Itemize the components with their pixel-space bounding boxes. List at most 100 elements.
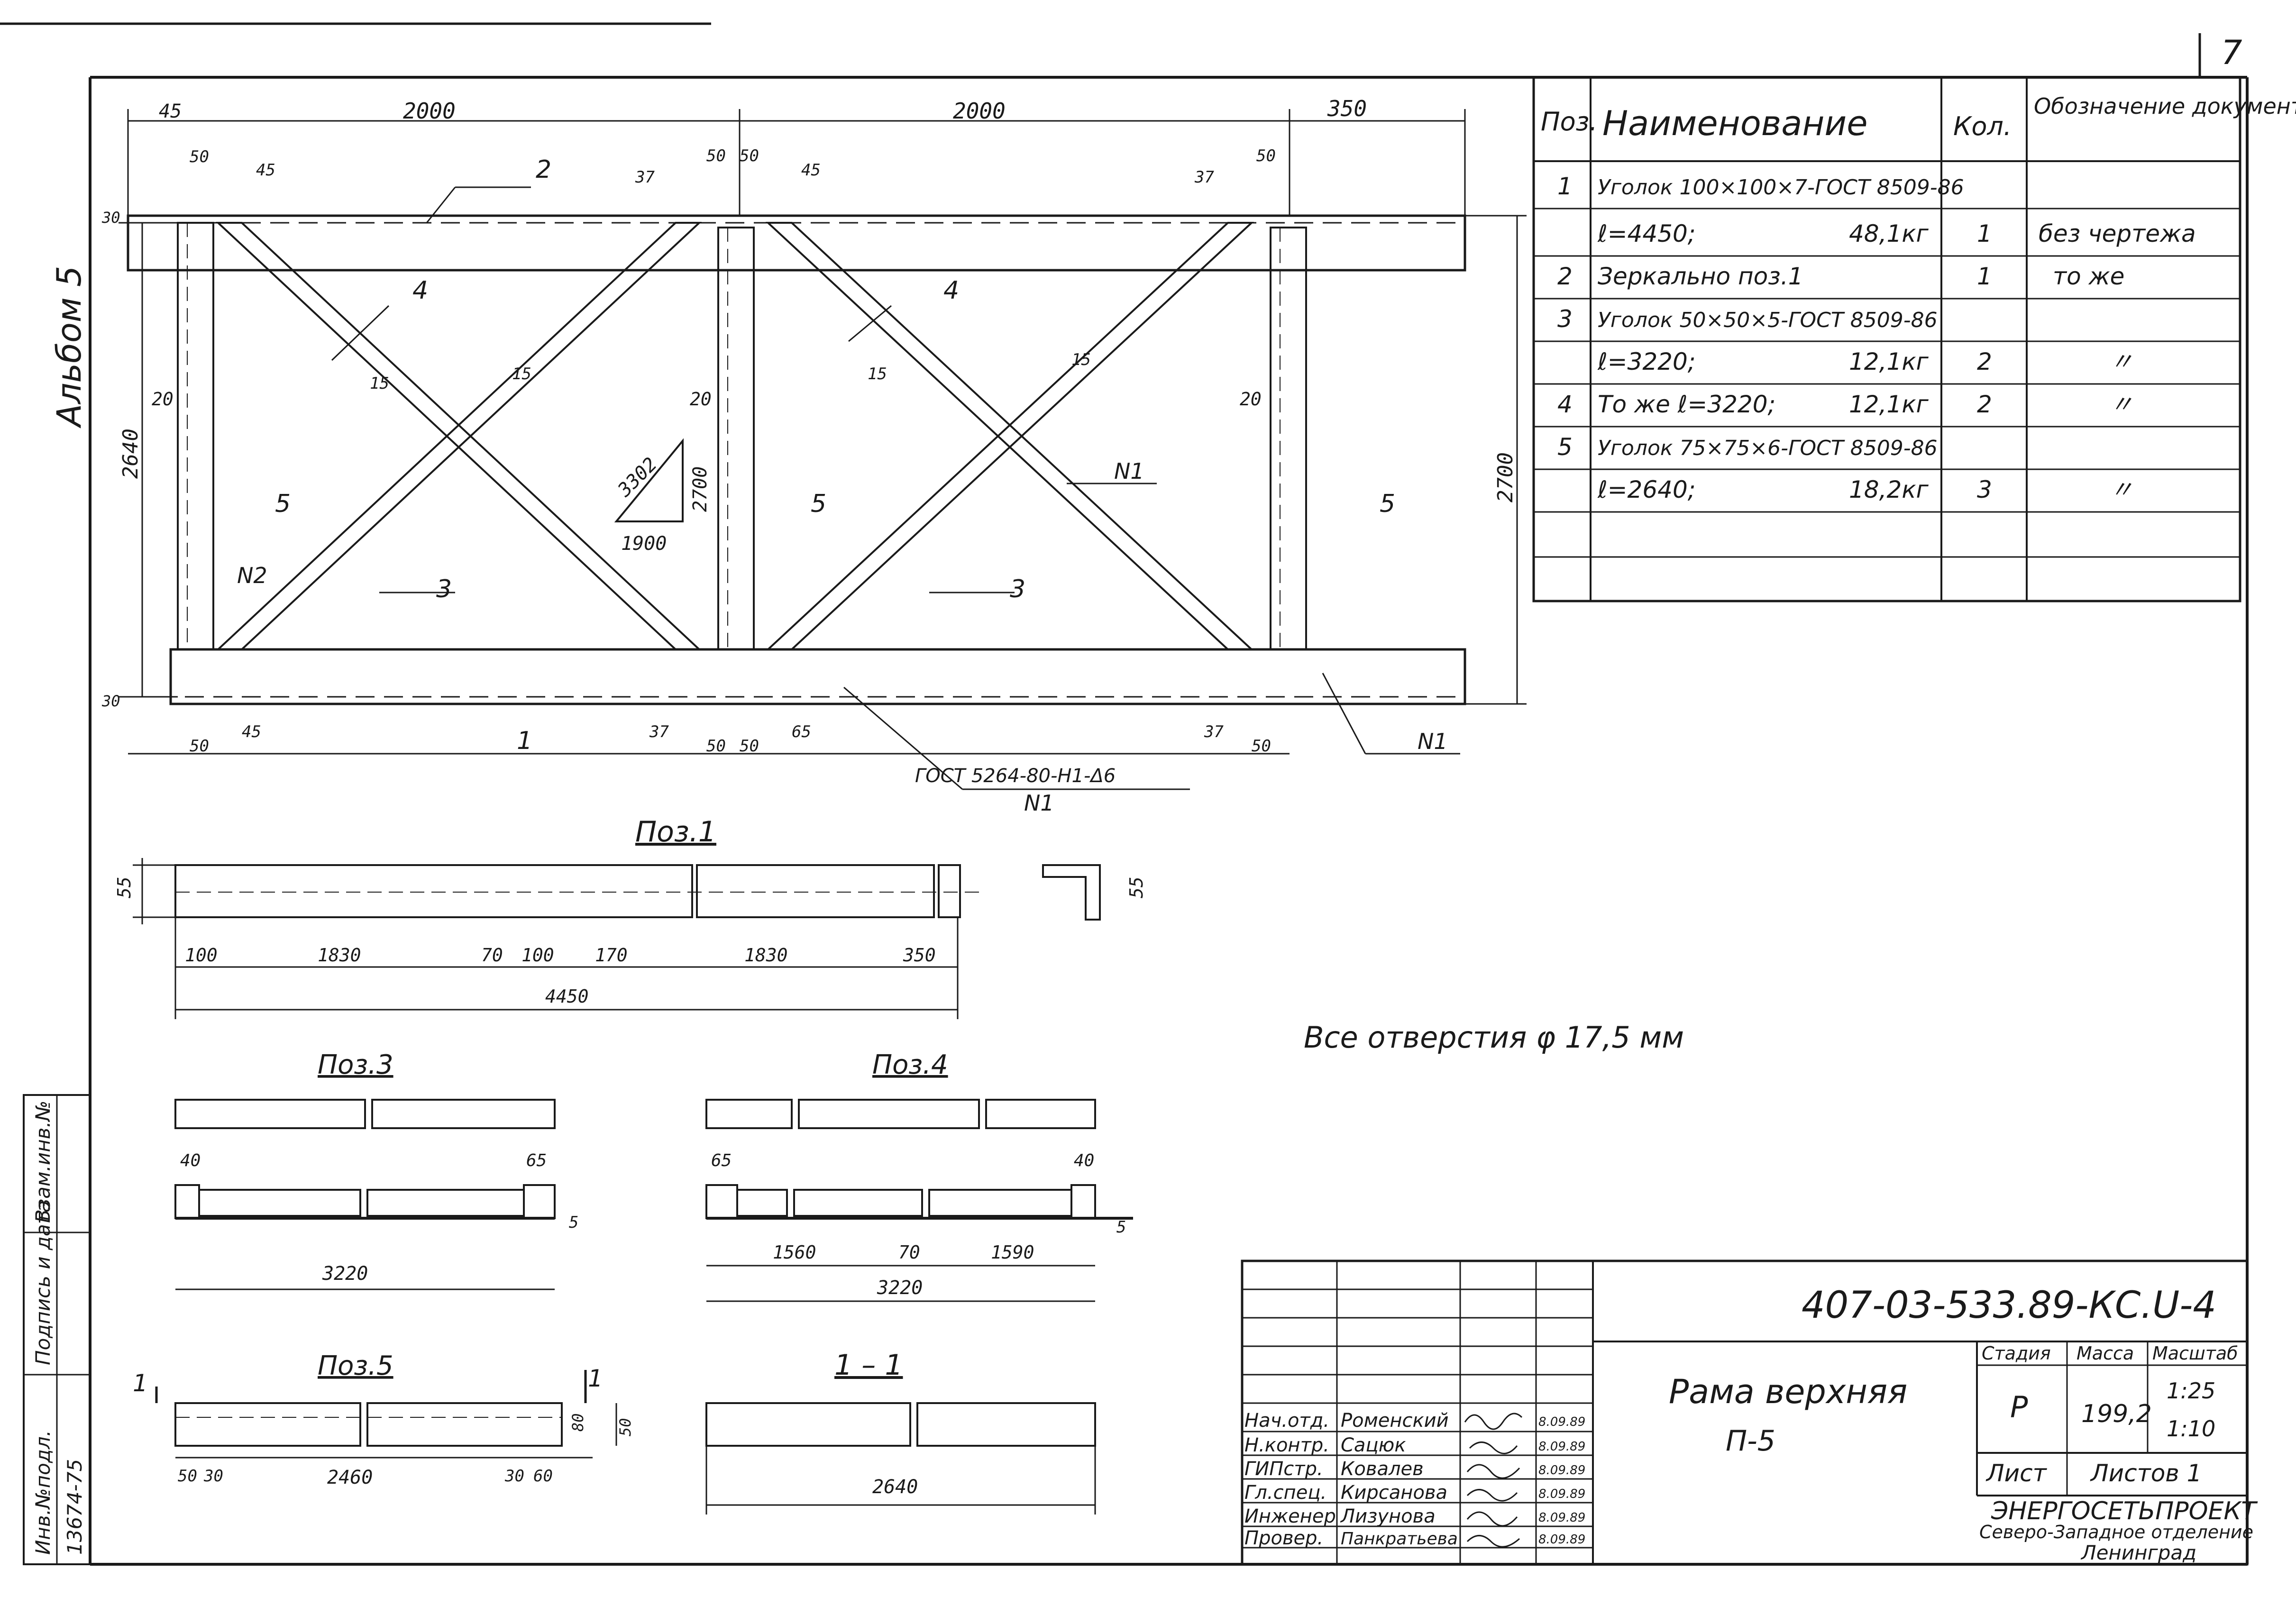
- tb-name-0: Роменский: [1341, 1410, 1449, 1432]
- poz4-dim-2: 1560: [773, 1242, 816, 1263]
- poz1-dim-1: 1830: [318, 945, 361, 966]
- spec-row-6-name: Уголок 75×75×6-ГОСТ 8509-86: [1598, 436, 1938, 460]
- pos-label-3a: 3: [436, 575, 452, 603]
- spec-row-4-mass: 12,1кг: [1849, 348, 1929, 375]
- pos-label-4a: 4: [412, 276, 428, 305]
- pos-label-1: 1: [517, 727, 532, 755]
- poz4-thick: 5: [1116, 1218, 1126, 1237]
- signature-marks: [1464, 1413, 1523, 1548]
- stage-value: Р: [2010, 1390, 2028, 1424]
- misc-dim-8: 15: [370, 374, 389, 393]
- tb-date-0: 8.09.89: [1538, 1415, 1585, 1429]
- album-label: Альбом 5: [50, 266, 89, 429]
- poz1-dim-5: 1830: [744, 945, 788, 966]
- bottom-dim-1: 45: [242, 722, 261, 741]
- bottom-dim-0: 50: [190, 737, 209, 756]
- tb-name-3: Кирсанова: [1341, 1482, 1447, 1504]
- poz1-total: 4450: [545, 986, 589, 1007]
- section-1-1: [705, 1402, 1096, 1515]
- misc-dim-13: 20: [690, 389, 712, 410]
- side-stamp-inv-number: 13674-75: [63, 1459, 86, 1555]
- bottom-dim-5: 65: [792, 722, 811, 741]
- poz1-dim-0: 100: [185, 945, 218, 966]
- poz3-title: Поз.3: [318, 1049, 393, 1080]
- spec-row-5-qty: 2: [1977, 391, 1992, 418]
- pos-label-2: 2: [536, 155, 551, 184]
- sheets-label: Листов 1: [2090, 1460, 2202, 1487]
- misc-dim-5: 45: [801, 161, 821, 180]
- spec-header-doc: Обозначение документа: [2034, 93, 2296, 119]
- drawing-sub: П-5: [1726, 1424, 1775, 1458]
- mass-value: 199,2: [2081, 1400, 2152, 1428]
- misc-dim-9: 15: [512, 365, 531, 383]
- scale-label: Масштаб: [2152, 1343, 2238, 1364]
- spec-row-1-doc: без чертежа: [2039, 220, 2196, 247]
- misc-dim-14: 20: [1240, 389, 1262, 410]
- poz4-total: 3220: [877, 1277, 923, 1299]
- side-stamp-inventory: Инв.№подл.: [31, 1430, 55, 1555]
- misc-dim-0: 50: [190, 147, 209, 166]
- poz5-dim-0: 50: [178, 1467, 197, 1486]
- spec-row-4-qty: 2: [1977, 348, 1992, 375]
- left-height-dim: 2640: [119, 429, 143, 479]
- spec-row-5-name: То же ℓ=3220;: [1598, 391, 1775, 418]
- side-stamp-replace: Взам.инв.№: [31, 1101, 55, 1223]
- spec-row-5-mass: 12,1кг: [1849, 391, 1929, 418]
- spec-row-2-pos: 2: [1557, 263, 1573, 290]
- misc-dim-16: 30: [101, 692, 120, 710]
- holes-note: Все отверстия φ 17,5 мм: [1304, 1020, 1684, 1055]
- tb-name-2: Ковалев: [1341, 1458, 1424, 1480]
- poz1-section-dim: 55: [1126, 876, 1147, 898]
- side-stamp: [23, 1094, 91, 1565]
- spec-row-5-doc: 〃: [2110, 391, 2133, 418]
- tb-name-4: Лизунова: [1340, 1505, 1436, 1527]
- page-number: 7: [2221, 33, 2242, 72]
- spec-row-1-mass: 48,1кг: [1849, 220, 1929, 247]
- bottom-dim-6: 37: [1204, 722, 1224, 741]
- stage-label: Стадия: [1982, 1343, 2051, 1364]
- spec-row-2-doc: то же: [2053, 263, 2124, 290]
- spec-row-4-doc: 〃: [2110, 348, 2133, 375]
- spec-row-7-qty: 3: [1977, 476, 1992, 503]
- misc-dim-6: 37: [1194, 168, 1214, 187]
- poz5-dim-3: 30: [504, 1467, 524, 1486]
- mass-label: Масса: [2076, 1343, 2134, 1364]
- poz4-dim-3: 70: [898, 1242, 920, 1263]
- tb-role-3: Гл.спец.: [1244, 1482, 1326, 1504]
- bottom-dim-2: 37: [649, 722, 669, 741]
- misc-dim-2: 37: [635, 168, 655, 187]
- poz5-title: Поз.5: [318, 1350, 393, 1381]
- tb-date-4: 8.09.89: [1538, 1511, 1585, 1525]
- pos-label-5b: 5: [811, 490, 826, 518]
- detail-poz5: [155, 1370, 617, 1459]
- top-dim-1: 2000: [403, 98, 456, 124]
- poz1-title: Поз.1: [635, 815, 716, 848]
- misc-dim-7: 50: [1256, 146, 1276, 165]
- center-height-dim: 2700: [689, 466, 711, 512]
- spec-header-pos: Поз.: [1541, 107, 1598, 137]
- poz4-title: Поз.4: [872, 1049, 948, 1080]
- poz4-dim-1: 40: [1074, 1151, 1094, 1170]
- poz5-dim-2: 2460: [327, 1467, 373, 1488]
- spec-table: [1532, 76, 2241, 602]
- spec-row-3-name: Уголок 50×50×5-ГОСТ 8509-86: [1598, 308, 1938, 332]
- scale-value-2: 1:10: [2167, 1416, 2215, 1442]
- section-title: 1 – 1: [834, 1349, 903, 1382]
- spec-row-0-name: Уголок 100×100×7-ГОСТ 8509-86: [1598, 175, 1964, 200]
- poz1-dim-3: 100: [521, 945, 554, 966]
- spec-row-4-name: ℓ=3220;: [1597, 348, 1696, 375]
- tb-date-2: 8.09.89: [1538, 1463, 1585, 1478]
- misc-dim-11: 15: [1071, 350, 1091, 369]
- spec-row-0-pos: 1: [1557, 173, 1573, 200]
- tb-name-1: Сацюк: [1341, 1434, 1406, 1456]
- poz1-height: 55: [114, 876, 135, 898]
- node-label-n1c: N1: [1418, 729, 1448, 754]
- pos-label-3b: 3: [1010, 575, 1025, 603]
- poz1-dim-6: 350: [903, 945, 936, 966]
- sheet-label: Лист: [1985, 1460, 2048, 1487]
- tb-role-0: Нач.отд.: [1244, 1410, 1329, 1432]
- slope-long-dim: 3302: [613, 453, 661, 501]
- scale-value-1: 1:25: [2167, 1378, 2215, 1404]
- spec-row-1-name: ℓ=4450;: [1597, 220, 1696, 247]
